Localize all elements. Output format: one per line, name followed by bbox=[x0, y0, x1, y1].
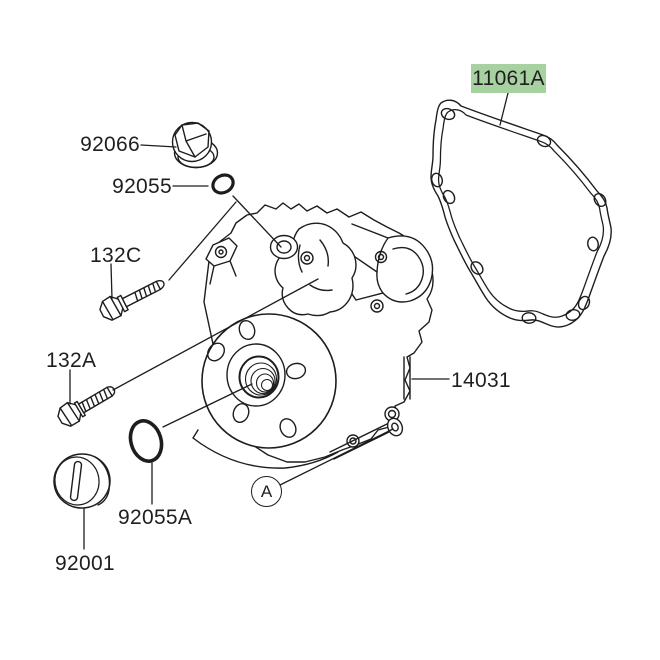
oil-plug-drawing bbox=[171, 121, 219, 169]
part-label-oil-plug[interactable]: 92066 bbox=[80, 133, 140, 156]
part-label-plug-oring[interactable]: 92055 bbox=[112, 175, 172, 198]
engine-cover-drawing bbox=[192, 202, 434, 469]
part-label-cover-gasket-highlighted[interactable]: 11061A bbox=[471, 64, 546, 93]
part-label-generator-cover[interactable]: 14031 bbox=[451, 369, 511, 392]
detail-view-marker-a: A bbox=[251, 476, 282, 507]
gasket-drawing bbox=[430, 99, 612, 328]
plug-oring-drawing bbox=[211, 173, 235, 195]
part-label-upper-bolt[interactable]: 132C bbox=[90, 244, 142, 267]
bolt-132a-drawing bbox=[57, 386, 116, 427]
leader-lines bbox=[69, 92, 509, 550]
part-label-timing-cap[interactable]: 92001 bbox=[55, 552, 115, 575]
crank-oring-drawing bbox=[128, 419, 164, 463]
bolt-132c-drawing bbox=[99, 280, 165, 321]
part-label-crank-oring[interactable]: 92055A bbox=[118, 506, 193, 529]
part-label-lower-bolt[interactable]: 132A bbox=[46, 349, 97, 372]
timing-cap-drawing bbox=[53, 453, 111, 509]
